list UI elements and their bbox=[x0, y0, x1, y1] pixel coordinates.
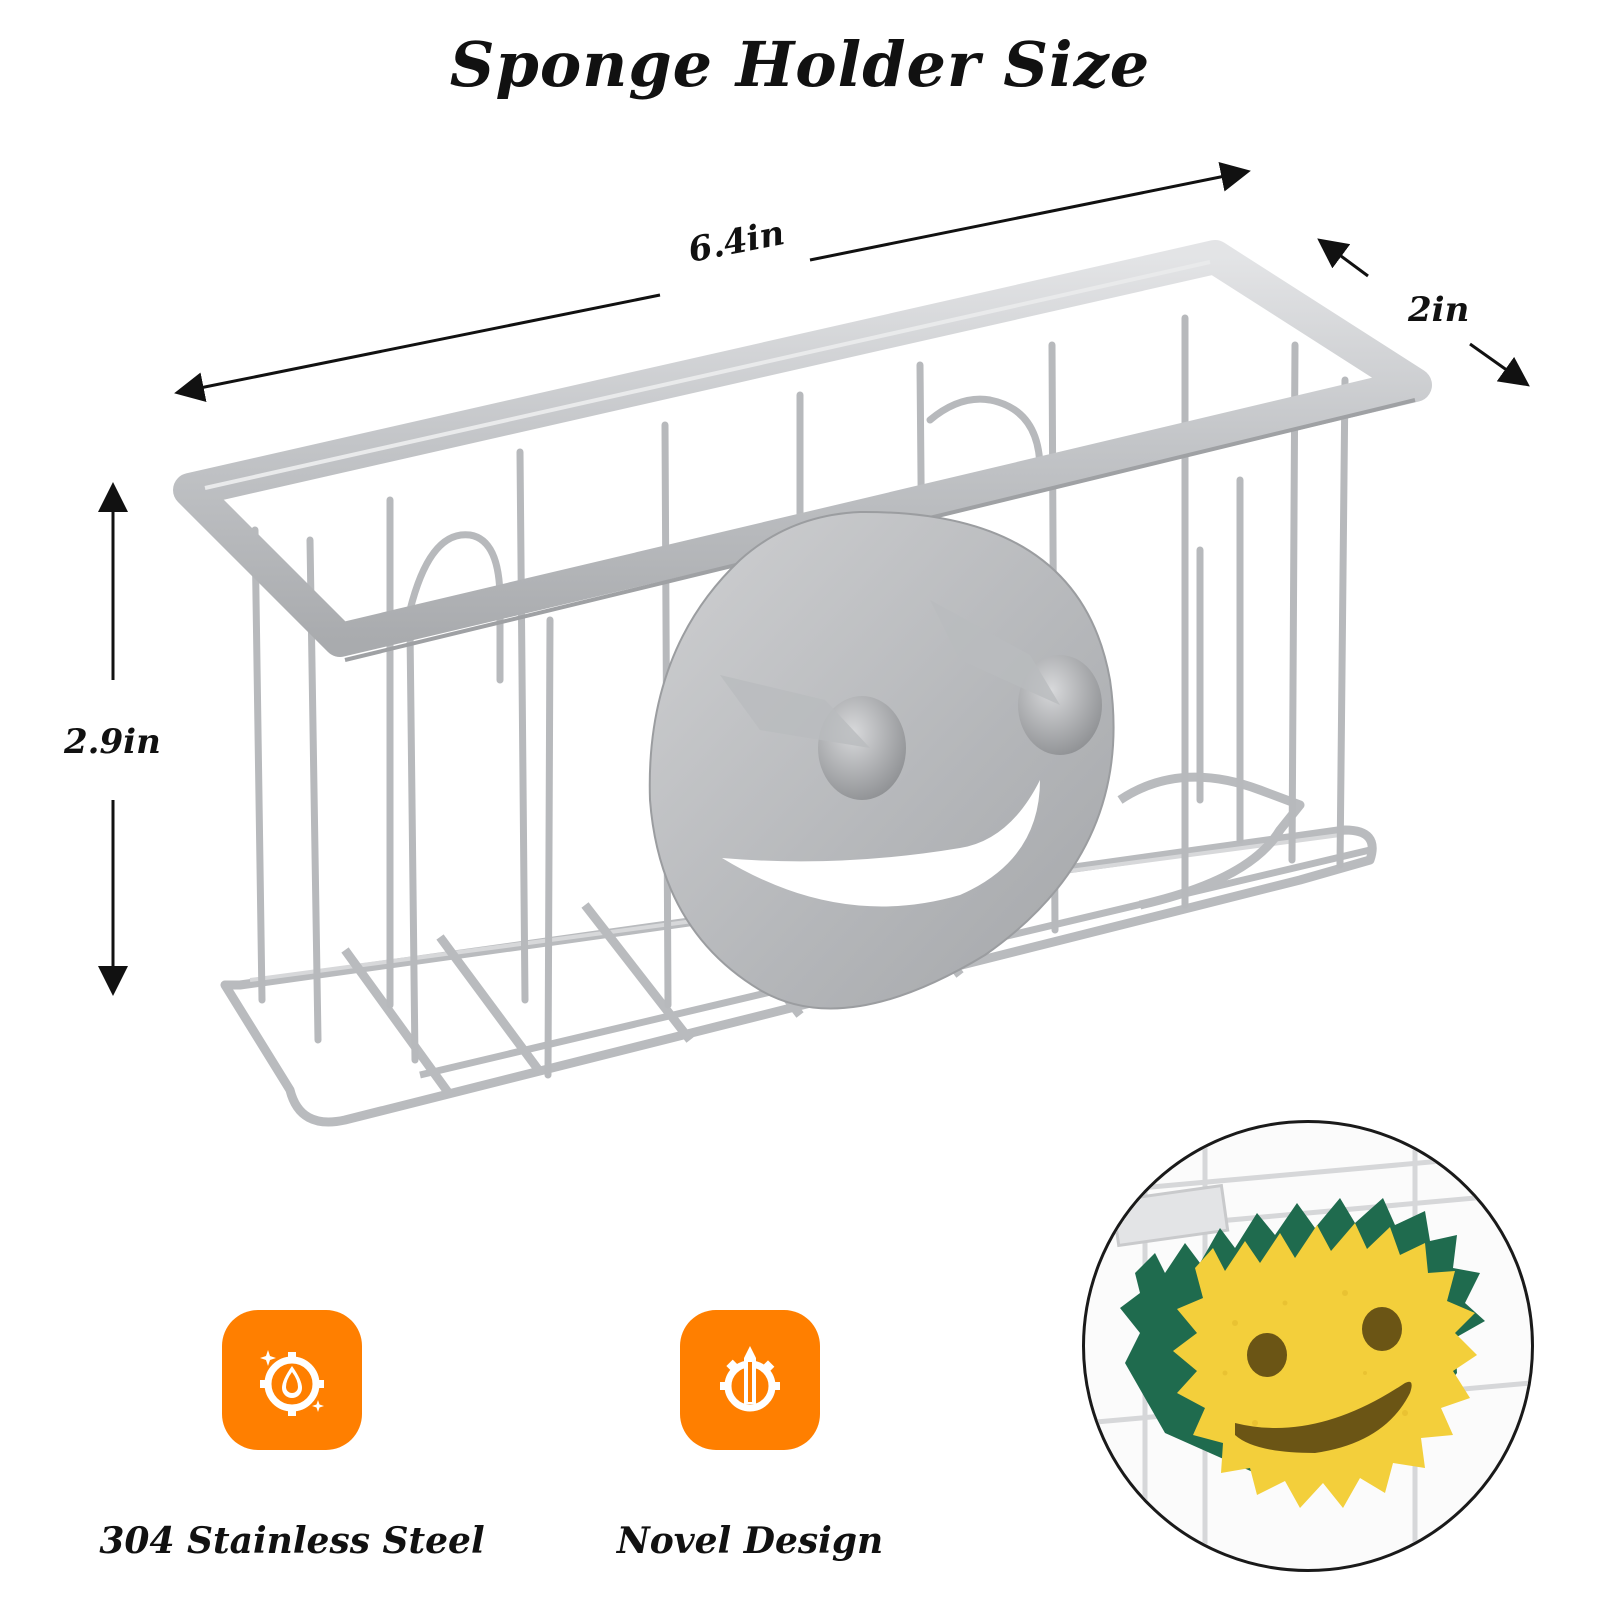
water-drop-gear-icon bbox=[222, 1310, 362, 1450]
smiley-sponge-image bbox=[1085, 1123, 1531, 1569]
width-dimension-arrow bbox=[174, 162, 1251, 402]
sponge-detail-inset bbox=[1082, 1120, 1534, 1572]
sponge-yellow-face bbox=[1173, 1223, 1477, 1508]
feature-label-steel: 304 Stainless Steel bbox=[99, 1520, 485, 1562]
feature-novel-design: Novel Design bbox=[540, 1310, 960, 1562]
smiley-hanger-plate bbox=[648, 510, 1115, 1010]
depth-dimension-label: 2in bbox=[1398, 290, 1480, 330]
feature-label-design: Novel Design bbox=[616, 1520, 884, 1562]
height-dimension-label: 2.9in bbox=[54, 722, 171, 762]
feature-stainless-steel: 304 Stainless Steel bbox=[82, 1310, 502, 1562]
pencil-gear-icon bbox=[680, 1310, 820, 1450]
depth-dimension-arrow bbox=[1317, 238, 1530, 387]
page-title: Sponge Holder Size bbox=[449, 28, 1151, 101]
